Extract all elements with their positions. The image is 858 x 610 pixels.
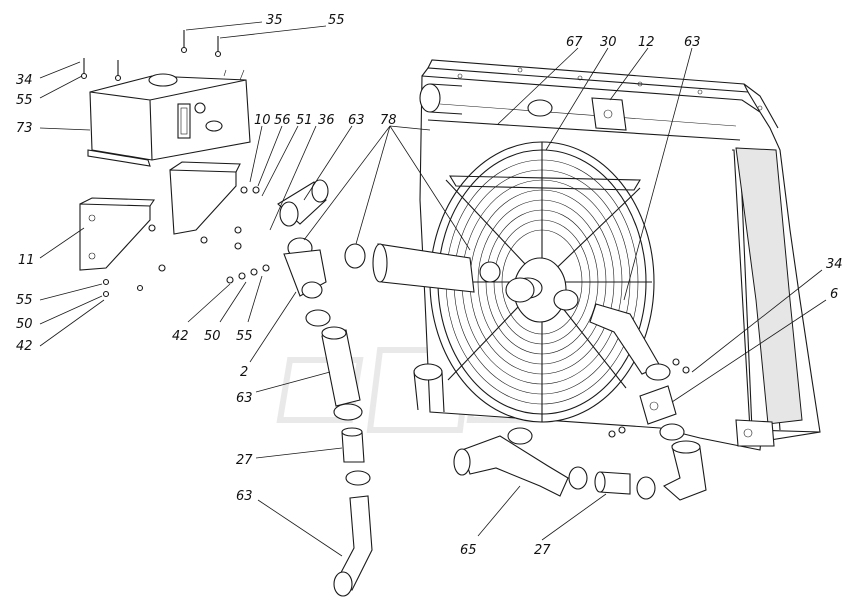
callout-55: 55 — [236, 329, 253, 344]
callout-27: 27 — [534, 543, 551, 558]
callout-63: 63 — [348, 113, 365, 128]
callout-63: 63 — [236, 489, 253, 504]
callout-55: 55 — [328, 13, 345, 28]
callout-50: 50 — [16, 317, 33, 332]
callout-27: 27 — [236, 453, 253, 468]
fan-assembly — [429, 141, 655, 423]
leader-lines — [39, 21, 827, 557]
callout-labels: 35 55 34 55 73 10 56 51 36 63 78 67 30 1… — [16, 13, 843, 558]
callout-63: 63 — [236, 391, 253, 406]
callout-67: 67 — [566, 35, 583, 50]
callout-55: 55 — [16, 93, 33, 108]
bracket-11 — [79, 197, 156, 271]
callout-50: 50 — [204, 329, 221, 344]
callout-34: 34 — [16, 73, 33, 88]
callout-35: 35 — [266, 13, 283, 28]
callout-34: 34 — [826, 257, 843, 272]
callout-30: 30 — [600, 35, 617, 50]
callout-36: 36 — [318, 113, 335, 128]
callout-6: 6 — [830, 287, 838, 302]
callout-42: 42 — [16, 339, 33, 354]
callout-2: 2 — [240, 365, 248, 380]
callout-11: 11 — [18, 253, 35, 268]
callout-73: 73 — [16, 121, 33, 136]
fasteners — [80, 30, 690, 438]
expansion-tank — [87, 69, 251, 167]
hoses — [277, 179, 707, 597]
callout-65: 65 — [460, 543, 477, 558]
callout-10: 10 — [254, 113, 271, 128]
callout-55: 55 — [16, 293, 33, 308]
callout-78: 78 — [380, 113, 397, 128]
callout-42: 42 — [172, 329, 189, 344]
callout-51: 51 — [296, 113, 313, 128]
callout-12: 12 — [638, 35, 655, 50]
callout-56: 56 — [274, 113, 291, 128]
bracket-10 — [169, 161, 241, 235]
callout-63: 63 — [684, 35, 701, 50]
